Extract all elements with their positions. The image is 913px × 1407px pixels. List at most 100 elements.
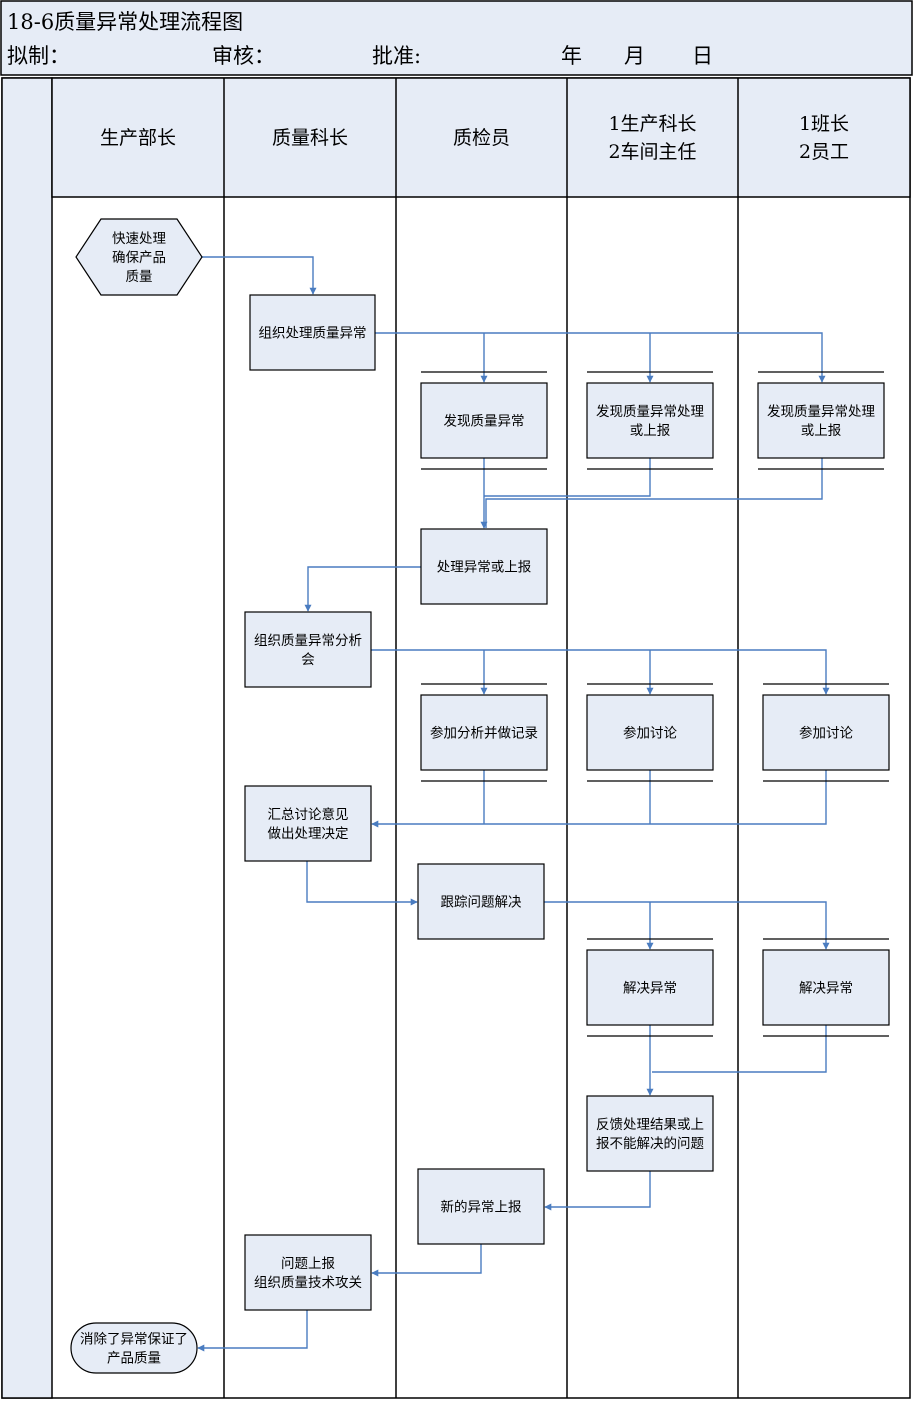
terminator-shape: [70, 1322, 198, 1374]
pool-side-band: [1, 77, 53, 1399]
node-label: 组织质量异常分析: [254, 633, 362, 649]
connectors: [197, 256, 830, 1352]
join-discuss-section-node: 参加讨论: [586, 683, 714, 782]
process-box: [244, 785, 372, 862]
connector-arrow: [202, 256, 317, 295]
month-label: 月: [624, 44, 645, 68]
lane-team-leader-title: 1班长: [799, 113, 849, 135]
connector-arrow: [544, 901, 830, 950]
node-label: 会: [301, 652, 315, 668]
process-box: [762, 694, 890, 771]
lane-production-minister-title: 生产部长: [100, 127, 176, 149]
node-label: 问题上报: [281, 1256, 335, 1272]
page-title: 18-6质量异常处理流程图: [7, 10, 243, 34]
connector-arrow: [484, 458, 651, 497]
node-label: 解决异常: [799, 981, 853, 997]
drafted-label: 拟制：: [7, 44, 70, 68]
node-label: 参加分析并做记录: [430, 725, 538, 742]
node-label: 新的异常上报: [441, 1200, 522, 1216]
lane-dividers: [223, 78, 739, 1398]
process-box: [586, 1095, 714, 1172]
node-label: 跟踪问题解决: [441, 895, 522, 911]
node-label: 处理异常或上报: [437, 560, 532, 576]
reviewed-label: 审核：: [212, 44, 275, 68]
node-label: 组织处理质量异常: [259, 326, 367, 342]
connector-arrow: [304, 566, 421, 612]
connector-arrow: [371, 770, 827, 828]
process-box: [417, 863, 545, 940]
connector-arrow: [544, 1171, 651, 1211]
node-label: 或上报: [630, 423, 671, 439]
lane-production-section-title: 1生产科长: [608, 113, 696, 135]
process-box: [420, 528, 548, 605]
join-record-node: 参加分析并做记录: [420, 683, 548, 782]
connector-arrow: [306, 861, 418, 906]
join-discuss-team-node: 参加讨论: [762, 683, 890, 782]
node-label: 发现质量异常处理: [767, 404, 875, 420]
process-box: [249, 294, 376, 371]
day-label: 日: [692, 44, 713, 68]
approved-label: 批准:: [372, 44, 421, 68]
process-box: [244, 1234, 372, 1311]
header-background: [0, 0, 913, 76]
process-box: [244, 611, 372, 688]
resolve-section-node: 解决异常: [586, 938, 714, 1037]
lane-production-section-title: 2车间主任: [608, 141, 696, 163]
process-box: [417, 1168, 545, 1245]
node-label: 做出处理决定: [268, 826, 349, 842]
connector-arrow: [652, 1025, 827, 1073]
node-label: 参加讨论: [623, 725, 677, 742]
node-label: 快速处理: [112, 231, 166, 247]
node-label: 反馈处理结果或上: [596, 1117, 704, 1133]
node-label: 消除了异常保证了: [80, 1332, 188, 1348]
node-label: 产品质量: [107, 1351, 161, 1367]
handle-report-node: 处理异常或上报: [420, 528, 548, 605]
lane-team-leader-title: 2员工: [799, 141, 849, 163]
process-box: [420, 694, 548, 771]
organize-handle-node: 组织处理质量异常: [249, 294, 376, 371]
node-label: 解决异常: [623, 981, 677, 997]
connector-arrow: [197, 1310, 308, 1352]
connector-arrow: [485, 458, 823, 528]
hexagon-shape: [75, 218, 203, 296]
connector-arrow: [371, 649, 830, 695]
connector-arrow: [375, 332, 826, 383]
node-label: 报不能解决的问题: [596, 1136, 704, 1152]
new-report-node: 新的异常上报: [417, 1168, 545, 1245]
node-label: 组织质量技术攻关: [254, 1275, 362, 1291]
process-nodes: 快速处理确保产品质量组织处理质量异常发现质量异常发现质量异常处理或上报发现质量异…: [70, 218, 890, 1374]
connector-arrow: [371, 1244, 482, 1277]
lane-quality-chief-title: 质量科长: [272, 127, 348, 149]
node-label: 质量: [126, 269, 153, 285]
header: 18-6质量异常处理流程图 拟制： 审核： 批准: 年 月 日: [0, 0, 913, 76]
node-label: 或上报: [801, 423, 842, 439]
process-box: [586, 382, 714, 459]
process-box: [420, 382, 548, 459]
node-label: 确保产品: [112, 250, 166, 266]
node-label: 发现质量异常: [444, 414, 525, 430]
lane-headers: 生产部长 质量科长 质检员 1生产科长 2车间主任 1班长 2员工: [100, 113, 849, 163]
process-box: [757, 382, 885, 459]
resolve-team-node: 解决异常: [762, 938, 890, 1037]
process-box: [586, 949, 714, 1026]
lane-header-band: [51, 77, 911, 198]
node-label: 汇总讨论意见: [268, 806, 349, 823]
node-label: 参加讨论: [799, 725, 853, 742]
year-label: 年: [561, 44, 582, 68]
node-label: 发现质量异常处理: [596, 404, 704, 420]
discover-inspector-node: 发现质量异常: [420, 371, 548, 470]
process-box: [762, 949, 890, 1026]
process-box: [586, 694, 714, 771]
track-node: 跟踪问题解决: [417, 863, 545, 940]
lane-inspector-title: 质检员: [453, 127, 510, 149]
